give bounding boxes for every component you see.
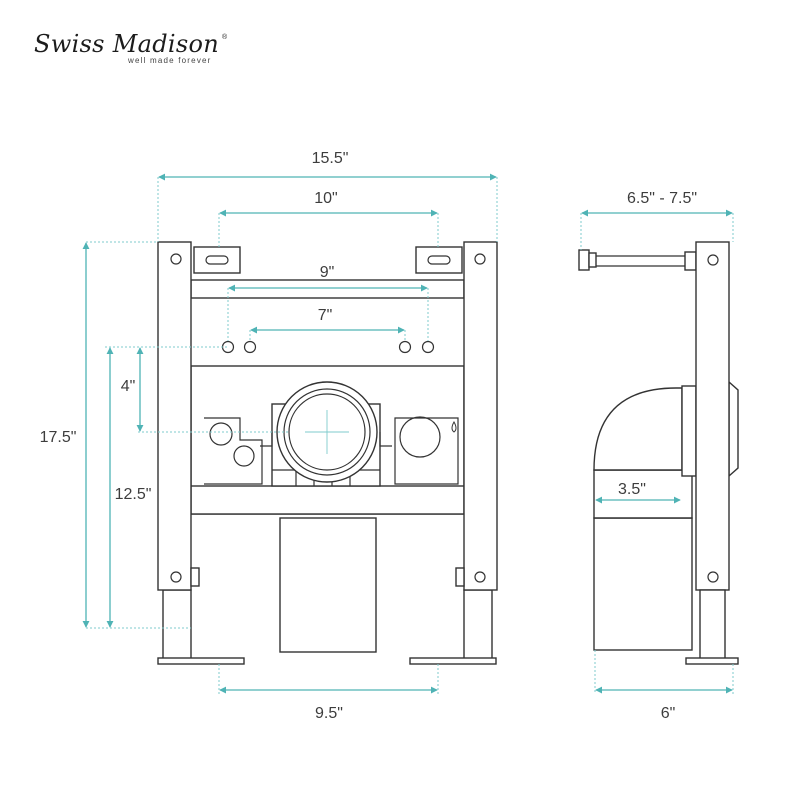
drain-centerline — [305, 410, 349, 454]
side-upright — [695, 241, 730, 591]
dim-drain-offset: 3.5" — [618, 481, 646, 498]
dim-hole-height: 12.5" — [115, 486, 152, 503]
lower-crossbar — [190, 485, 465, 515]
side-drain-box — [593, 517, 693, 651]
side-bolt-hole — [707, 254, 719, 266]
left-upright — [157, 241, 192, 591]
left-bracket-slot — [205, 255, 229, 265]
right-plate-hole — [399, 416, 441, 458]
mounting-hole — [243, 340, 257, 354]
frame-bolt-hole — [474, 571, 486, 583]
dim-hole-offset: 4" — [121, 378, 136, 395]
drain-box — [279, 517, 377, 653]
frame-bolt-hole — [170, 571, 182, 583]
left-plate-hole-lower — [233, 445, 255, 467]
registered-mark: ® — [222, 34, 228, 41]
side-leg — [699, 589, 726, 661]
dim-side-depth: 6.5" - 7.5" — [627, 190, 697, 207]
left-leg — [162, 589, 192, 661]
right-mounting-bracket — [415, 246, 463, 274]
side-drain-elbow — [593, 387, 683, 471]
left-adjust-bolt — [190, 567, 200, 587]
left-mounting-bracket — [193, 246, 241, 274]
supply-valve-body — [578, 249, 590, 271]
brand-logo: Swiss Madison ® well made forever — [34, 30, 234, 70]
side-flange-cap — [728, 380, 739, 478]
left-plate-cutout — [204, 417, 263, 485]
dim-feet-span: 9.5" — [315, 705, 343, 722]
dim-total-height: 17.5" — [40, 429, 77, 446]
water-drop-icon — [451, 420, 457, 433]
front-view — [157, 241, 498, 665]
dim-inner-holes: 7" — [318, 307, 333, 324]
dim-base-depth: 6" — [661, 705, 676, 722]
top-crossbar — [190, 279, 465, 299]
supply-valve-nut — [588, 252, 597, 268]
right-foot — [409, 657, 497, 665]
supply-pipe-fitting — [684, 251, 697, 271]
drain-clips — [260, 432, 392, 447]
side-drain-collar — [681, 385, 697, 477]
dim-total-width: 15.5" — [312, 150, 349, 167]
dimension-labels: 15.5" 10" 9" 7" 4" 17.5" 12.5" 9.5" 6.5"… — [40, 150, 697, 722]
drain-flange-inner — [288, 393, 366, 471]
right-leg — [463, 589, 493, 661]
side-view — [578, 241, 739, 665]
left-plate-hole — [209, 422, 233, 446]
side-foot — [685, 657, 739, 665]
mounting-hole — [221, 340, 235, 354]
side-bolt-hole — [707, 571, 719, 583]
mounting-hole — [421, 340, 435, 354]
mounting-hole — [398, 340, 412, 354]
dim-bracket-span: 10" — [314, 190, 337, 207]
right-plate-cutout — [394, 417, 459, 485]
left-foot — [157, 657, 245, 665]
dimension-lines — [82, 173, 734, 696]
frame-bolt-hole — [474, 253, 486, 265]
right-bracket-slot — [427, 255, 451, 265]
dim-upper-holes: 9" — [320, 264, 335, 281]
brand-tagline: well made forever — [128, 56, 212, 65]
brand-name: Swiss Madison — [34, 30, 219, 58]
frame-bolt-hole — [170, 253, 182, 265]
right-adjust-bolt — [455, 567, 465, 587]
right-upright — [463, 241, 498, 591]
